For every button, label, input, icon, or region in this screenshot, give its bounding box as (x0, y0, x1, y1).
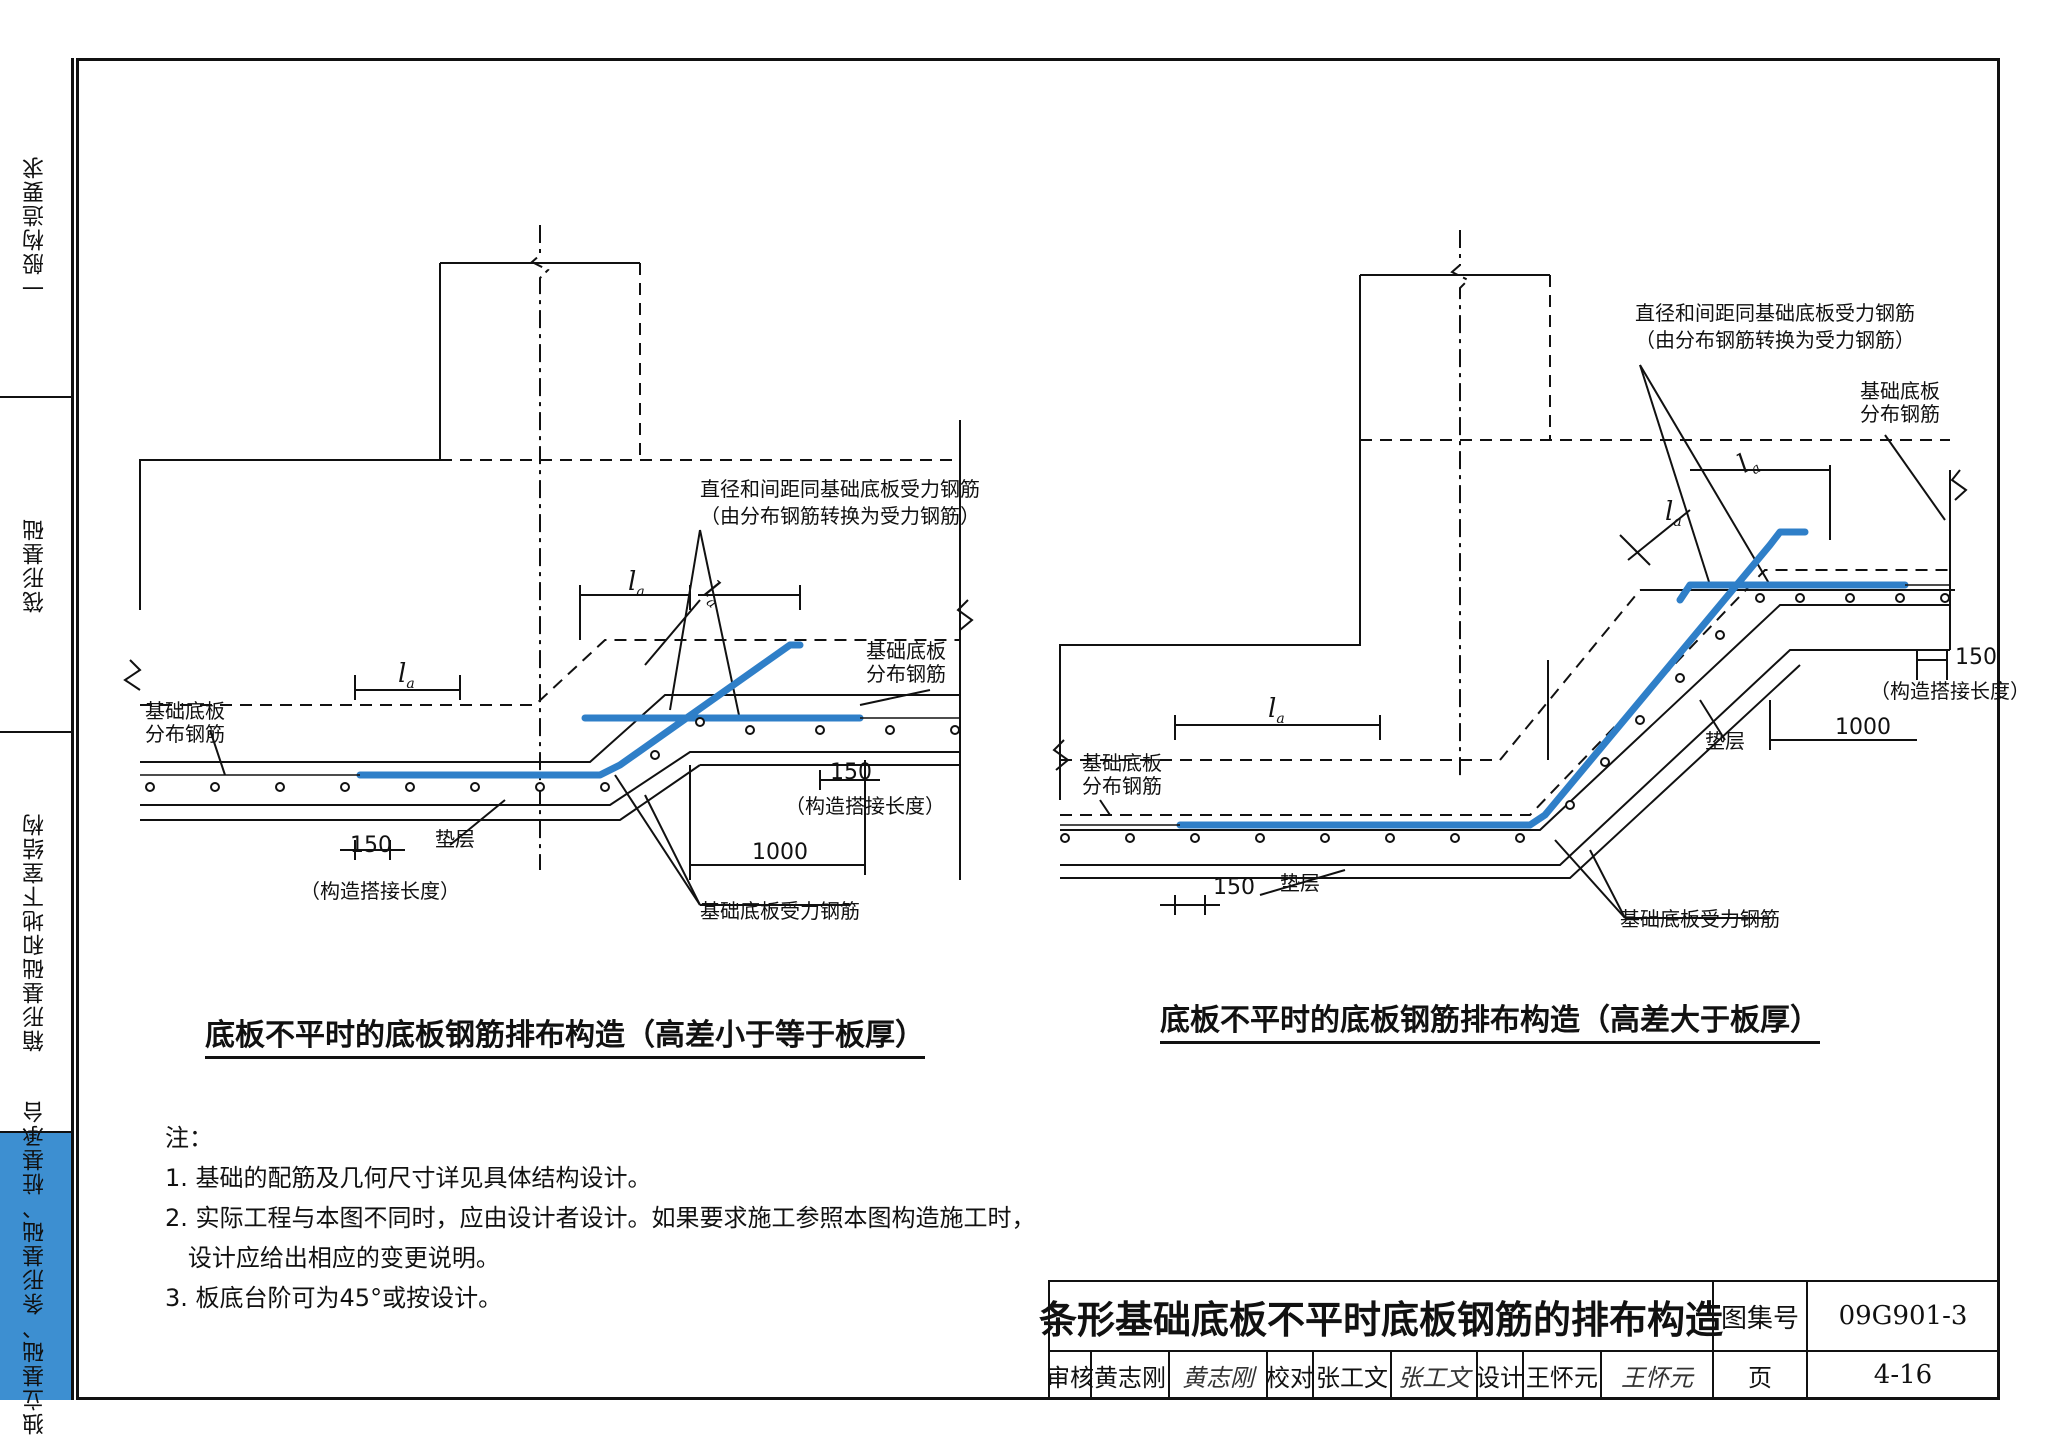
atlas-label: 图集号 (1712, 1280, 1808, 1352)
left-lap-note: （构造搭接长度） (300, 879, 460, 903)
review-label: 审核 (1046, 1350, 1094, 1400)
sidebar-tab-box[interactable]: 箱形基础和地下室结构 (0, 733, 71, 1133)
left-rebar-note: 直径和间距同基础底板受力钢筋 （由分布钢筋转换为受力钢筋） (700, 477, 980, 528)
left-rebar-dots (145, 717, 960, 792)
note-item: 设计应给出相应的变更说明。 (165, 1244, 500, 1272)
designer-name: 王怀元 (1522, 1350, 1602, 1400)
sidebar-tab-independent[interactable]: 独立基础、条形基础、桩基承台 (0, 1099, 71, 1435)
left-cushion-label: 垫层 (435, 827, 475, 851)
left-section (123, 225, 974, 906)
left-la-dim-2: la (628, 567, 645, 601)
left-dist-bar-right-label: 基础底板 分布钢筋 (866, 639, 946, 686)
right-dist-bar-top-label: 基础底板 分布钢筋 (1860, 379, 1940, 426)
right-rebar-note: 直径和间距同基础底板受力钢筋 （由分布钢筋转换为受力钢筋） (1635, 301, 1915, 352)
left-la-dim-1: la (398, 659, 415, 693)
right-main-bar-label: 基础底板受力钢筋 (1620, 907, 1780, 931)
page-number: 4-16 (1806, 1350, 2000, 1400)
right-cushion-label: 垫层 (1280, 871, 1320, 895)
checker-signature: 张工文 (1390, 1350, 1478, 1400)
check-label: 校对 (1266, 1350, 1314, 1400)
right-dim-1000: 1000 (1835, 715, 1891, 740)
note-item: 3. 板底台阶可为45°或按设计。 (165, 1284, 503, 1312)
left-dim-150-right: 150 (830, 760, 872, 785)
right-lap-note: （构造搭接长度） (1870, 679, 2030, 703)
page-label: 页 (1712, 1350, 1808, 1400)
left-dist-bar-label: 基础底板 分布钢筋 (145, 699, 225, 746)
left-rebar (356, 641, 864, 779)
right-dim-150-right: 150 (1955, 645, 1997, 670)
right-cushion-label-2: 垫层 (1705, 729, 1745, 753)
atlas-number: 09G901-3 (1806, 1280, 2000, 1352)
left-dim-150: 150 (350, 833, 392, 858)
notes: 注： 1. 基础的配筋及几何尺寸详见具体结构设计。 2. 实际工程与本图不同时，… (165, 1118, 1036, 1318)
designer-signature: 王怀元 (1600, 1350, 1714, 1400)
left-lap-note-right: （构造搭接长度） (785, 794, 945, 818)
sidebar: 一般构造要求 筏形基础 箱形基础和地下室结构 独立基础、条形基础、桩基承台 (0, 58, 74, 1435)
left-main-bar-label: 基础底板受力钢筋 (700, 899, 860, 923)
right-dim-150: 150 (1213, 875, 1255, 900)
reviewer-name: 黄志刚 (1090, 1350, 1170, 1400)
title-block: 条形基础底板不平时底板钢筋的排布构造 图集号 09G901-3 审核 黄志刚 黄… (1039, 1280, 2000, 1400)
left-dim-1000: 1000 (752, 840, 808, 865)
drawing-frame (76, 58, 2000, 1400)
reviewer-signature: 黄志刚 (1168, 1350, 1268, 1400)
checker-name: 张工文 (1312, 1350, 1392, 1400)
right-la-dim-2: la (1665, 497, 1682, 531)
right-rebar-dots (1060, 593, 1950, 843)
notes-heading: 注： (165, 1124, 213, 1152)
note-item: 2. 实际工程与本图不同时，应由设计者设计。如果要求施工参照本图构造施工时， (165, 1204, 1036, 1232)
drawing-title: 条形基础底板不平时底板钢筋的排布构造 (1039, 1280, 1723, 1352)
right-rebar (1176, 528, 1909, 829)
right-caption: 底板不平时的底板钢筋排布构造（高差大于板厚） (1160, 995, 1820, 1044)
note-item: 1. 基础的配筋及几何尺寸详见具体结构设计。 (165, 1164, 652, 1192)
right-la-dim-1: la (1268, 694, 1285, 728)
right-section (1052, 230, 1968, 919)
right-dist-bar-left-label: 基础底板 分布钢筋 (1082, 751, 1162, 798)
sidebar-tab-raft[interactable]: 筏形基础 (0, 398, 71, 733)
design-label: 设计 (1476, 1350, 1524, 1400)
sidebar-tab-general[interactable]: 一般构造要求 (0, 58, 71, 398)
left-caption: 底板不平时的底板钢筋排布构造（高差小于等于板厚） (205, 1010, 925, 1059)
